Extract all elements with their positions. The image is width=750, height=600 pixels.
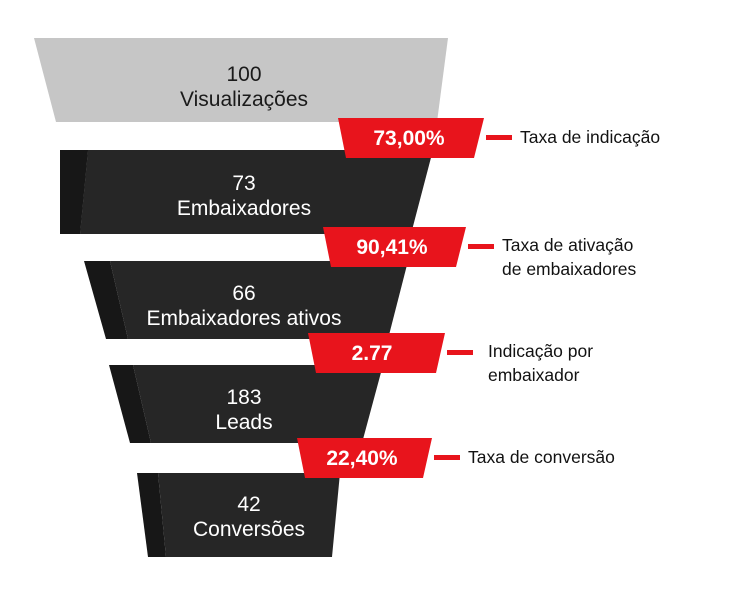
funnel-stage-4-left-edge — [109, 365, 151, 443]
annotation-1[interactable]: 73,00% Taxa de indicação — [338, 118, 660, 158]
annotation-3[interactable]: 2.77 Indicação por embaixador — [308, 333, 593, 385]
annotation-4-badge — [297, 438, 432, 478]
annotation-2-badge — [323, 227, 466, 267]
funnel-stage-2-shape — [80, 150, 433, 234]
annotation-4-badge-value: 22,40% — [326, 447, 398, 470]
funnel-stage-3[interactable]: 66 Embaixadores ativos — [84, 261, 408, 339]
funnel-stage-4-value: 183 — [226, 386, 261, 409]
funnel-stage-5-left-edge — [137, 473, 166, 557]
annotation-2-label-line-1: Taxa de ativação — [502, 235, 633, 255]
annotation-3-connector — [447, 350, 473, 355]
funnel-stage-3-shape — [110, 261, 408, 339]
funnel-stage-2-left-edge — [60, 150, 88, 234]
funnel-stage-3-value: 66 — [232, 282, 255, 305]
annotation-1-connector — [486, 135, 512, 140]
annotation-3-badge — [308, 333, 445, 373]
annotation-2-label-line-2: de embaixadores — [502, 259, 636, 279]
funnel-stage-1-label: Visualizações — [180, 88, 308, 111]
funnel-stage-2-label: Embaixadores — [177, 197, 311, 220]
funnel-stage-1[interactable]: 100 Visualizações — [34, 38, 448, 122]
funnel-stage-1-value: 100 — [226, 63, 261, 86]
annotation-3-badge-value: 2.77 — [352, 342, 393, 365]
annotation-4[interactable]: 22,40% Taxa de conversão — [297, 438, 615, 478]
funnel-stage-3-label: Embaixadores ativos — [147, 307, 342, 330]
funnel-stage-5-value: 42 — [237, 493, 260, 516]
annotation-3-label-line-1: Indicação por — [488, 341, 593, 361]
funnel-stage-2[interactable]: 73 Embaixadores — [60, 150, 433, 234]
annotation-1-badge-value: 73,00% — [373, 127, 445, 150]
funnel-stage-4-shape — [133, 365, 383, 443]
funnel-stage-2-value: 73 — [232, 172, 255, 195]
annotation-4-label-line-1: Taxa de conversão — [468, 447, 615, 467]
annotation-2-badge-value: 90,41% — [356, 236, 428, 259]
annotation-2-connector — [468, 244, 494, 249]
funnel-stage-5[interactable]: 42 Conversões — [137, 473, 340, 557]
annotation-2[interactable]: 90,41% Taxa de ativação de embaixadores — [323, 227, 636, 279]
annotation-1-badge — [338, 118, 484, 158]
funnel-stage-3-left-edge — [84, 261, 128, 339]
funnel-stage-5-shape — [158, 473, 340, 557]
funnel-stage-4[interactable]: 183 Leads — [109, 365, 383, 443]
annotation-3-label-line-2: embaixador — [488, 365, 580, 385]
funnel-stage-5-label: Conversões — [193, 518, 305, 541]
annotation-4-connector — [434, 455, 460, 460]
annotation-1-label-line-1: Taxa de indicação — [520, 127, 660, 147]
funnel-stage-1-shape — [34, 38, 448, 122]
funnel-stage-4-label: Leads — [215, 411, 272, 434]
